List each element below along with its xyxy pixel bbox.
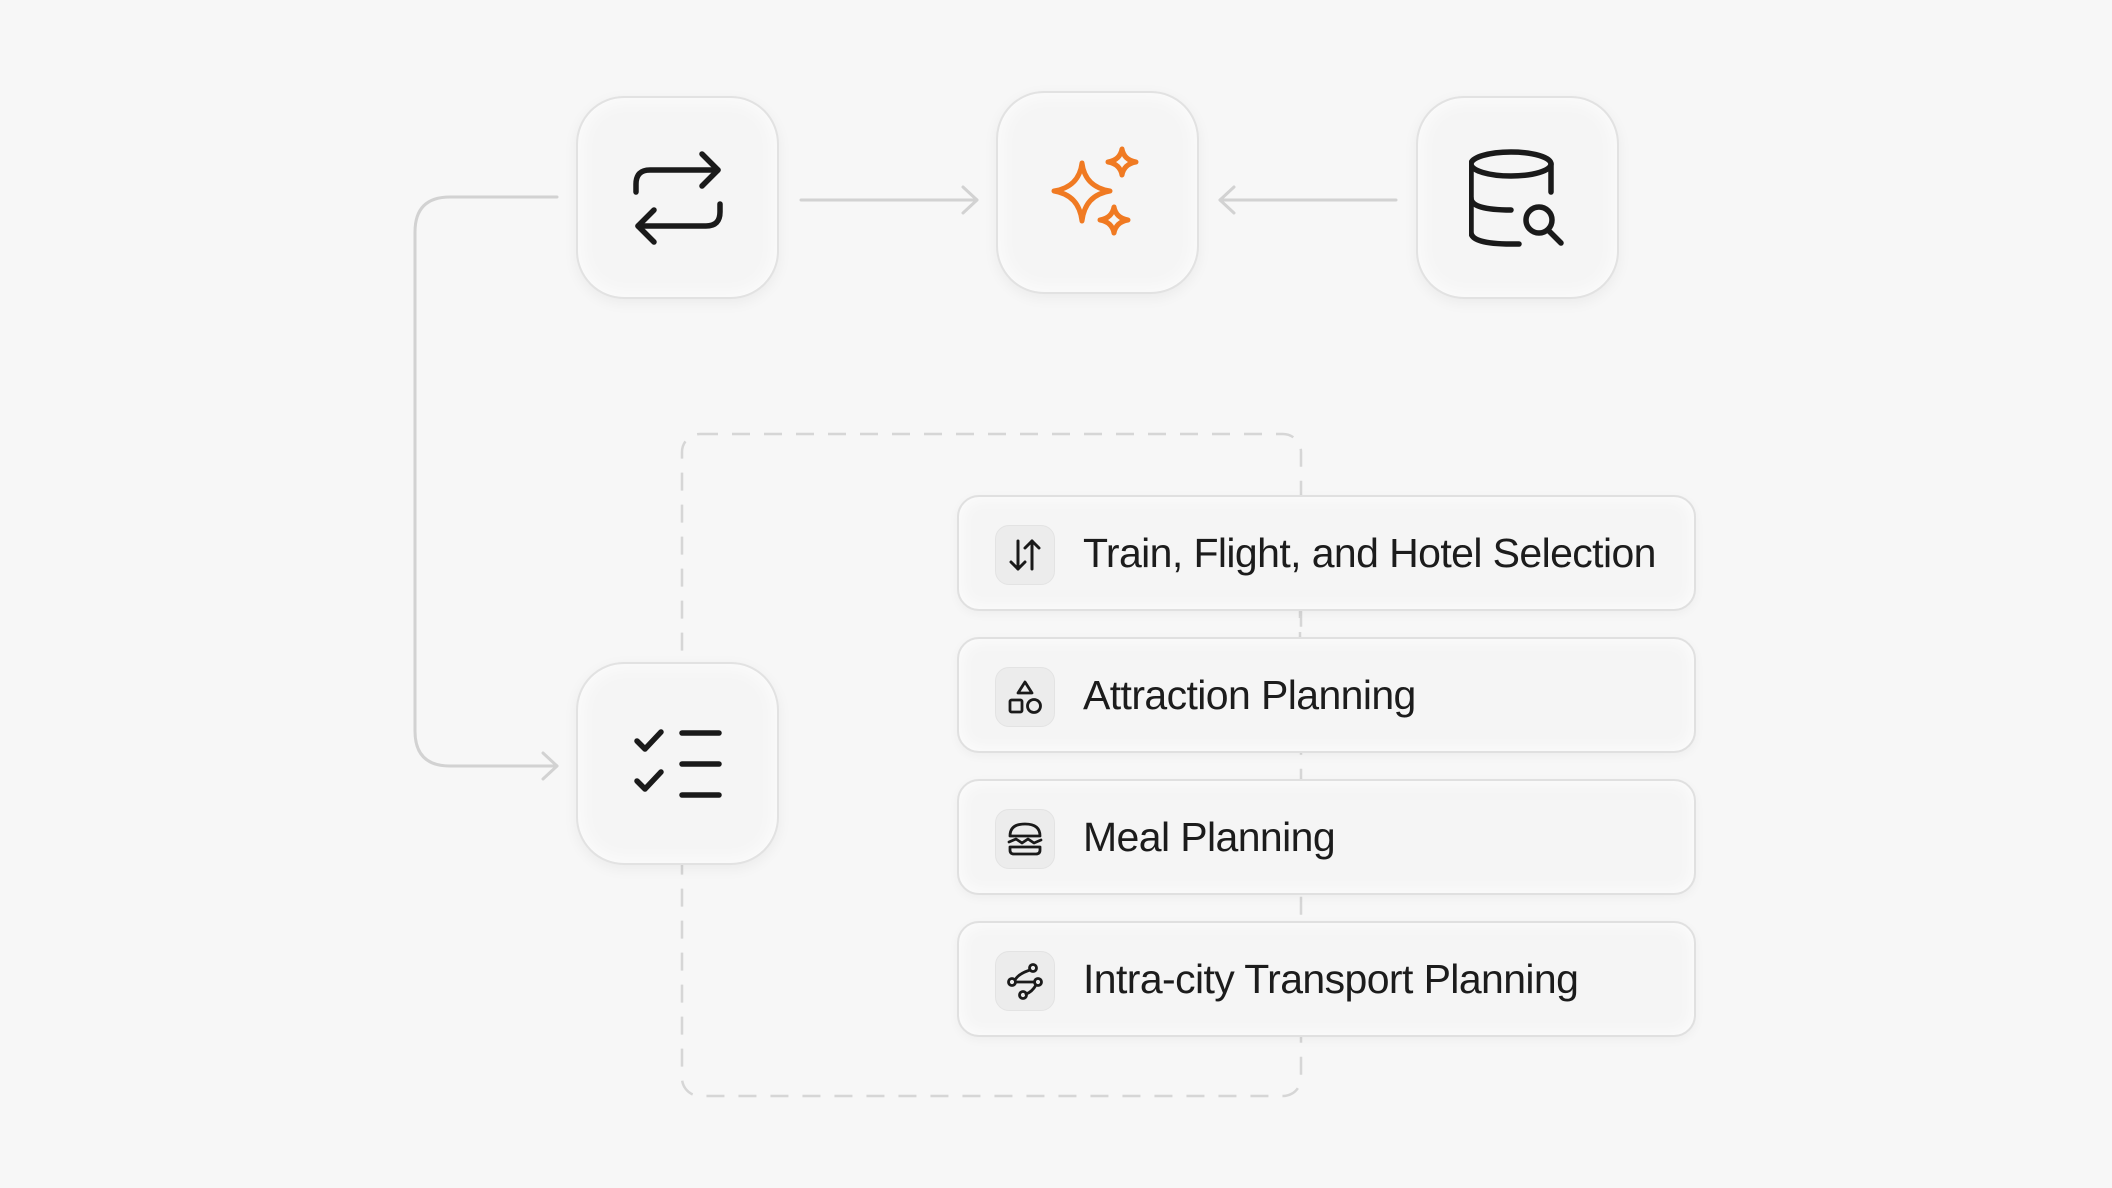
shapes-icon bbox=[1008, 680, 1042, 714]
task-icon-box bbox=[995, 667, 1055, 727]
checklist-icon bbox=[633, 728, 722, 798]
arrowhead-database-to-ai bbox=[1218, 185, 1236, 215]
repeat-arrows-icon bbox=[632, 150, 723, 245]
loop-arrowhead bbox=[541, 751, 559, 781]
task-label: Meal Planning bbox=[1083, 814, 1336, 860]
checklist-node[interactable] bbox=[576, 662, 779, 865]
task-icon-box bbox=[995, 809, 1055, 869]
task-card-meal-planning[interactable]: Meal Planning bbox=[957, 779, 1696, 895]
arrowhead-exchange-to-ai bbox=[961, 185, 979, 215]
loop-connector bbox=[413, 195, 559, 768]
sparkles-icon bbox=[1051, 146, 1138, 235]
route-icon bbox=[1007, 963, 1043, 1000]
ai-sparkles-node[interactable] bbox=[996, 91, 1199, 294]
database-search-icon bbox=[1468, 148, 1564, 247]
task-icon-box bbox=[995, 525, 1055, 585]
task-icon-box bbox=[995, 951, 1055, 1011]
burger-icon bbox=[1007, 822, 1043, 856]
task-card-intra-city-transport[interactable]: Intra-city Transport Planning bbox=[957, 921, 1696, 1037]
task-label: Train, Flight, and Hotel Selection bbox=[1083, 530, 1656, 576]
task-label: Intra-city Transport Planning bbox=[1083, 956, 1579, 1002]
task-card-attraction-planning[interactable]: Attraction Planning bbox=[957, 637, 1696, 753]
database-search-node[interactable] bbox=[1416, 96, 1619, 299]
task-card-transport-selection[interactable]: Train, Flight, and Hotel Selection bbox=[957, 495, 1696, 611]
task-label: Attraction Planning bbox=[1083, 672, 1416, 718]
exchange-node[interactable] bbox=[576, 96, 779, 299]
sort-arrows-icon bbox=[1009, 539, 1041, 571]
